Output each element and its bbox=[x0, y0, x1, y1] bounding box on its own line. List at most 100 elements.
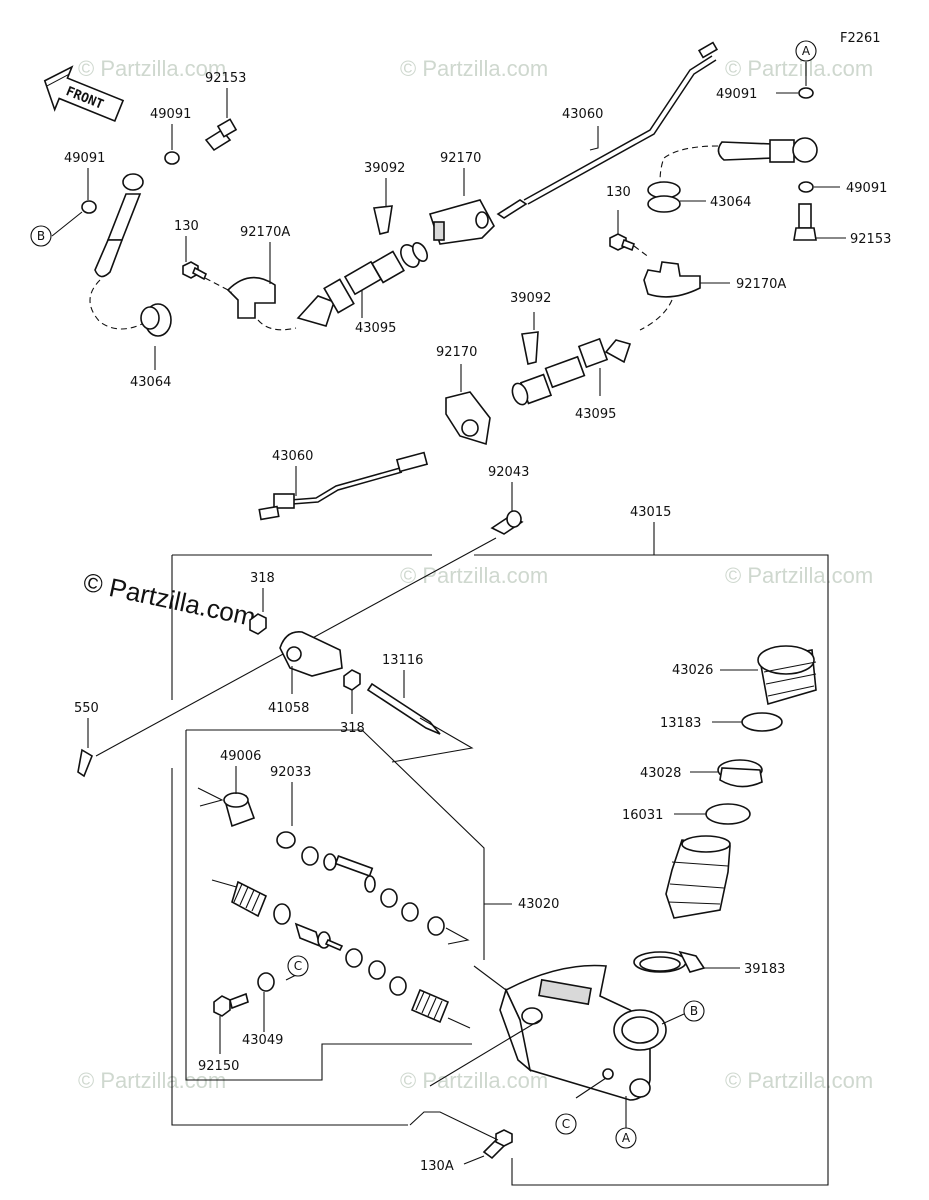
callout-92043: 92043 bbox=[488, 465, 529, 480]
float-16031 bbox=[705, 803, 751, 825]
callout-13116: 13116 bbox=[382, 653, 423, 668]
master-cylinder-body bbox=[429, 964, 667, 1101]
callout-92170: 92170 bbox=[436, 345, 477, 360]
kit-seal-5 bbox=[368, 960, 386, 980]
callout-49091: 49091 bbox=[64, 151, 105, 166]
nut-318-lower bbox=[343, 669, 361, 691]
hose-path-left bbox=[89, 279, 147, 330]
callout-13183: 13183 bbox=[660, 716, 701, 731]
ref-marker-c-circle bbox=[287, 955, 309, 977]
bolt-130A bbox=[482, 1129, 513, 1160]
circlip-92033 bbox=[276, 831, 296, 849]
middle-hose-assembly bbox=[258, 331, 632, 521]
kit-43020-parts bbox=[197, 787, 471, 1029]
callout-130A: 130A bbox=[420, 1159, 454, 1174]
kit-cup-2 bbox=[273, 903, 291, 925]
banjo-bolt-92153-left bbox=[204, 118, 238, 152]
callout-550: 550 bbox=[74, 701, 99, 716]
reservoir-cap-43026 bbox=[757, 645, 817, 706]
watermark-text: © Partzilla.com bbox=[400, 563, 548, 588]
grommet-43064-left bbox=[140, 303, 172, 337]
clevis-41058 bbox=[279, 631, 343, 677]
callout-41058: 41058 bbox=[268, 701, 309, 716]
callout-43095: 43095 bbox=[575, 407, 616, 422]
ref-marker-a: A bbox=[622, 1131, 631, 1145]
clamp-92170A-right bbox=[643, 261, 701, 298]
reservoir-43020 bbox=[665, 835, 731, 919]
washer-49091-left-lower bbox=[81, 200, 97, 214]
guide-130A bbox=[409, 1111, 499, 1141]
washer-49091-right-lower bbox=[798, 181, 814, 193]
guide-kit-2 bbox=[211, 879, 241, 889]
ref-marker-b: B bbox=[37, 229, 45, 243]
kit-seal-2 bbox=[401, 902, 419, 922]
grommet-43064-right bbox=[647, 181, 681, 213]
callout-92153: 92153 bbox=[850, 232, 891, 247]
dash-bolt-right bbox=[633, 245, 651, 259]
bolt-92150 bbox=[213, 992, 249, 1017]
ref-marker-a-circle bbox=[615, 1127, 637, 1149]
bolt-130-left bbox=[182, 261, 208, 281]
callout-labels: 92153 49091 49091 43064 130 92170A 39092… bbox=[64, 71, 891, 1174]
callout-43049: 43049 bbox=[242, 1033, 283, 1048]
hose-fitting-left bbox=[94, 173, 144, 278]
push-rod-13116 bbox=[366, 682, 474, 763]
kit-seal-6 bbox=[389, 976, 407, 996]
callout-92150: 92150 bbox=[198, 1059, 239, 1074]
callout-49006: 49006 bbox=[220, 749, 261, 764]
nut-318-upper bbox=[249, 613, 267, 635]
kit-piston-2 bbox=[294, 922, 344, 952]
callout-43028: 43028 bbox=[640, 766, 681, 781]
callout-318: 318 bbox=[250, 571, 275, 586]
watermark-main: © Partzilla.com bbox=[81, 567, 259, 633]
reference-markers: A B C B C A bbox=[30, 40, 817, 1149]
kit-piston-1 bbox=[323, 853, 376, 893]
dash-clamp-left bbox=[257, 319, 297, 331]
guide-kit-1 bbox=[445, 927, 470, 945]
pipe-43060-lower bbox=[258, 451, 429, 521]
ref-marker-b-circle bbox=[30, 225, 52, 247]
kit-seal-4 bbox=[345, 948, 363, 968]
ref-marker-a: A bbox=[802, 44, 811, 58]
kit-seal-3 bbox=[427, 916, 445, 936]
hose-path-right bbox=[659, 145, 719, 183]
hose-cylinder-43095-left bbox=[296, 242, 429, 327]
dash-bolt-left bbox=[204, 277, 233, 293]
clip-39092-lower bbox=[521, 331, 539, 365]
callout-92170: 92170 bbox=[440, 151, 481, 166]
callout-130: 130 bbox=[606, 185, 631, 200]
plate-13183 bbox=[741, 712, 783, 732]
washer-49091-left-upper bbox=[164, 151, 180, 165]
callout-49091: 49091 bbox=[716, 87, 757, 102]
hose-clamp-39183 bbox=[633, 950, 706, 973]
watermark-text: © Partzilla.com bbox=[400, 56, 548, 81]
kit-washer-1 bbox=[301, 846, 319, 866]
clip-39092-upper bbox=[373, 205, 393, 235]
diaphragm-43028 bbox=[717, 759, 763, 788]
callout-92170A: 92170A bbox=[736, 277, 786, 292]
callout-43064: 43064 bbox=[130, 375, 171, 390]
watermark-text: © Partzilla.com bbox=[725, 563, 873, 588]
dash-clamp-right bbox=[639, 299, 673, 331]
bracket-92170-upper bbox=[428, 199, 495, 245]
leader-lines bbox=[51, 62, 846, 1165]
ref-marker-c: C bbox=[562, 1117, 570, 1131]
callout-43095: 43095 bbox=[355, 321, 396, 336]
callout-43060: 43060 bbox=[562, 107, 603, 122]
watermark-text: © Partzilla.com bbox=[400, 1068, 548, 1093]
banjo-fitting-right bbox=[717, 137, 818, 163]
upper-right-hose-assembly bbox=[609, 87, 818, 331]
banjo-bolt-92153-right bbox=[793, 203, 817, 241]
guide-kit-3 bbox=[447, 1017, 471, 1029]
cotter-pin-550 bbox=[77, 748, 93, 778]
callout-39183: 39183 bbox=[744, 962, 785, 977]
ref-marker-a-circle bbox=[795, 40, 817, 62]
clamp-92170A-left bbox=[226, 276, 276, 319]
hose-cylinder-43095-lower bbox=[511, 337, 632, 406]
spring-kit-1 bbox=[231, 880, 268, 918]
cup-49006 bbox=[223, 792, 256, 828]
callout-130: 130 bbox=[174, 219, 199, 234]
washer-49091-right-upper bbox=[798, 87, 814, 99]
callout-318: 318 bbox=[340, 721, 365, 736]
